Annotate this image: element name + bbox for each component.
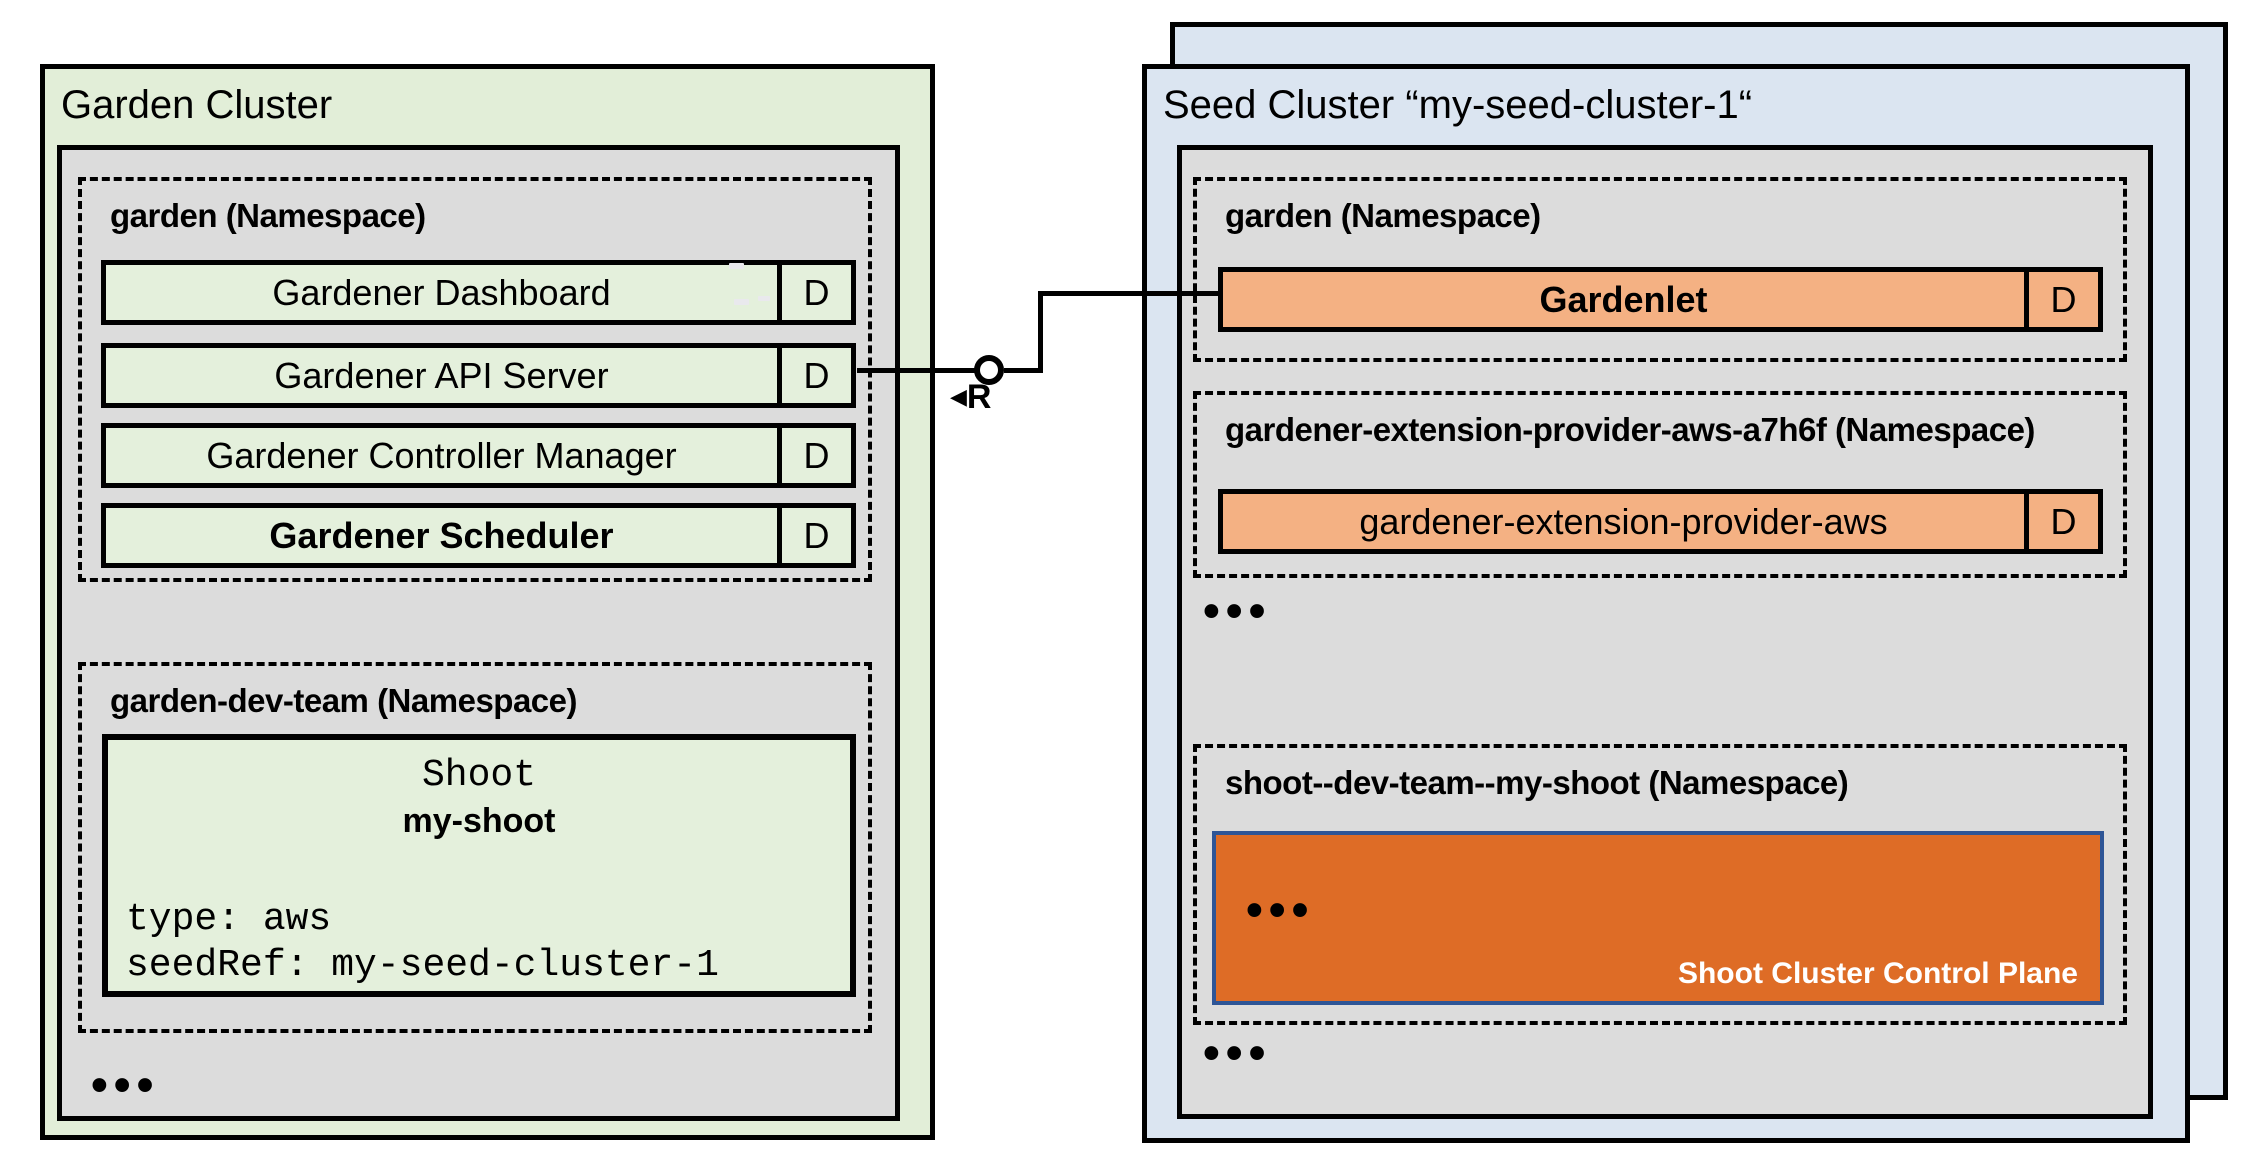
deployment-badge: D <box>2024 272 2098 327</box>
control-plane-label: Shoot Cluster Control Plane <box>1677 957 2078 990</box>
connector-r-label: R <box>966 378 992 416</box>
garden-dev-team-namespace: garden-dev-team (Namespace) Shoot my-sho… <box>78 662 872 1033</box>
deployment-badge: D <box>2024 494 2098 549</box>
namespace-label: garden (Namespace) <box>110 197 426 234</box>
deployment-badge: D <box>777 265 851 320</box>
shoot-spec-seedref: seedRef: my-seed-cluster-1 <box>126 944 719 987</box>
connector-watch-label: ◀R <box>950 380 991 414</box>
deployment-badge: D <box>777 348 851 403</box>
seed-extension-namespace: gardener-extension-provider-aws-a7h6f (N… <box>1193 391 2127 578</box>
artifact-mark <box>729 263 744 269</box>
shoot-cluster-control-plane: ••• Shoot Cluster Control Plane <box>1212 831 2104 1005</box>
connector-line-vertical <box>1038 291 1043 373</box>
seed-more-namespaces-ellipsis: ••• <box>1203 585 1272 638</box>
component-label: gardener-extension-provider-aws <box>1359 500 1888 542</box>
artifact-mark <box>758 296 770 301</box>
connector-line-mid <box>1004 368 1042 373</box>
component-label: Gardener Dashboard <box>272 271 611 313</box>
component-row-gardener-dashboard: Gardener Dashboard D <box>101 260 856 325</box>
garden-cluster: Garden Cluster garden (Namespace) Garden… <box>40 64 935 1140</box>
namespace-label: garden-dev-team (Namespace) <box>110 682 578 719</box>
component-label: Gardener Controller Manager <box>206 434 677 476</box>
component-label: Gardener API Server <box>274 354 609 396</box>
garden-more-ellipsis: ••• <box>91 1059 160 1112</box>
seed-shoot-namespace: shoot--dev-team--my-shoot (Namespace) ••… <box>1193 744 2127 1025</box>
garden-cluster-title: Garden Cluster <box>61 83 333 127</box>
shoot-resource-box: Shoot my-shoot type: aws seedRef: my-see… <box>102 734 856 997</box>
garden-cluster-panel: garden (Namespace) Gardener Dashboard D … <box>57 145 900 1121</box>
seed-more-ellipsis: ••• <box>1203 1027 1272 1080</box>
component-row-gardener-api-server: Gardener API Server D <box>101 343 856 408</box>
left-triangle-icon: ◀ <box>950 384 967 409</box>
interface-lollipop-circle <box>974 355 1004 385</box>
component-label: Gardener Scheduler <box>269 514 614 556</box>
seed-garden-namespace: garden (Namespace) Gardenlet D <box>1193 177 2127 362</box>
namespace-label: shoot--dev-team--my-shoot (Namespace) <box>1225 764 1849 801</box>
shoot-kind: Shoot <box>421 754 537 797</box>
seed-cluster-title: Seed Cluster “my-seed-cluster-1“ <box>1163 83 1753 127</box>
component-row-extension-provider-aws: gardener-extension-provider-aws D <box>1218 489 2103 554</box>
control-plane-ellipsis: ••• <box>1246 884 1315 937</box>
component-row-gardenlet: Gardenlet D <box>1218 267 2103 332</box>
deployment-badge: D <box>777 508 851 563</box>
shoot-name: my-shoot <box>402 802 556 840</box>
garden-namespace: garden (Namespace) Gardener Dashboard D … <box>78 177 872 582</box>
namespace-label: garden (Namespace) <box>1225 197 1541 234</box>
connector-line-from-api-server <box>857 368 975 373</box>
artifact-mark <box>734 299 749 305</box>
shoot-spec-type: type: aws <box>126 898 332 941</box>
seed-cluster-panel: garden (Namespace) Gardenlet D gardener-… <box>1177 145 2153 1119</box>
deployment-badge: D <box>777 428 851 483</box>
seed-cluster: Seed Cluster “my-seed-cluster-1“ garden … <box>1142 64 2190 1143</box>
component-label: Gardenlet <box>1539 278 1708 320</box>
component-row-gardener-scheduler: Gardener Scheduler D <box>101 503 856 568</box>
component-row-gardener-controller-manager: Gardener Controller Manager D <box>101 423 856 488</box>
connector-line-to-gardenlet <box>1038 291 1218 296</box>
namespace-label: gardener-extension-provider-aws-a7h6f (N… <box>1225 411 2035 448</box>
